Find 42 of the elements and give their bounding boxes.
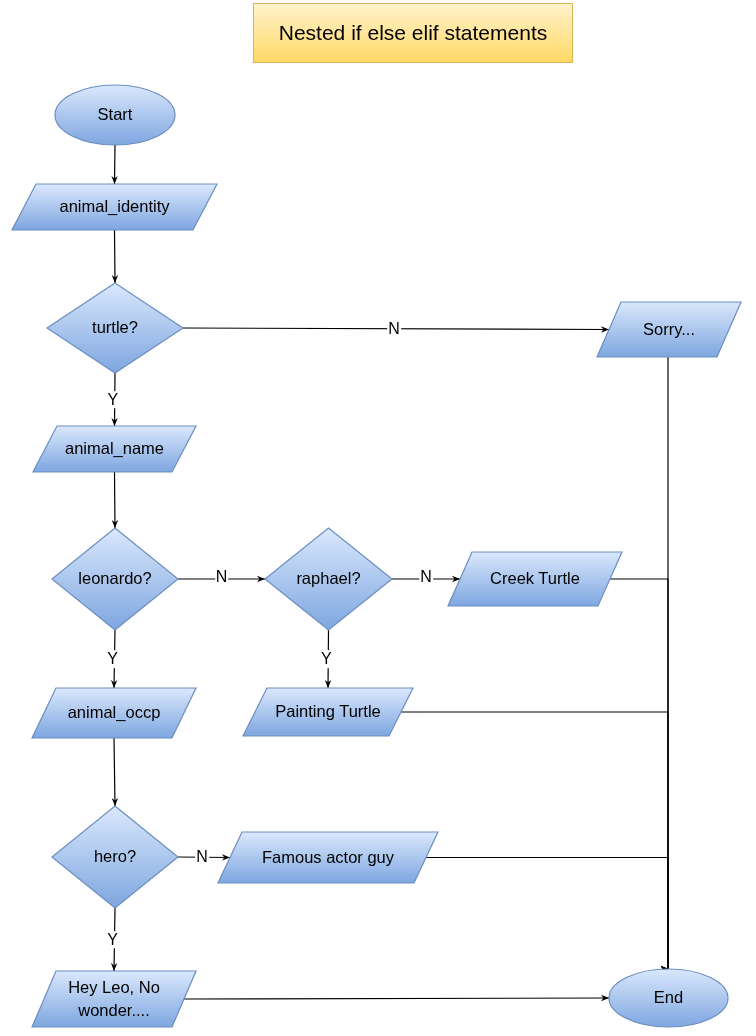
arrow — [110, 907, 118, 972]
data-parallelogram — [448, 552, 622, 606]
node-label: leonardo? — [77, 568, 153, 590]
title: Nested if else elif statements — [253, 3, 573, 63]
edge-label: Y — [106, 930, 119, 949]
data-parallelogram — [33, 426, 196, 472]
data-parallelogram — [218, 832, 438, 883]
node-label: hero? — [92, 846, 138, 868]
node-label: Start — [96, 104, 134, 126]
node-label: Sorry... — [642, 318, 696, 340]
node-label: animal_occp — [66, 702, 162, 724]
data-parallelogram — [32, 971, 196, 1027]
edge-label: Y — [106, 390, 120, 409]
decision-diamond — [52, 806, 178, 908]
arrow — [111, 144, 118, 185]
edge-label: Y — [106, 650, 119, 668]
edge-label: Y — [319, 650, 333, 668]
decision-diamond — [265, 528, 392, 630]
node-label: End — [652, 987, 685, 1009]
arrow — [111, 229, 119, 284]
decision-diamond — [47, 283, 183, 373]
data-parallelogram — [243, 688, 413, 736]
node-label: animal_name — [63, 438, 166, 460]
node-label: Hey Leo, No wonder.... — [67, 976, 161, 1021]
data-parallelogram — [597, 302, 741, 357]
node-label: turtle? — [91, 317, 139, 339]
terminator-ellipse — [55, 85, 175, 145]
arrow — [177, 575, 266, 583]
arrow — [183, 994, 610, 1002]
arrow — [111, 737, 119, 807]
arrow — [111, 471, 119, 529]
decision-diamond — [52, 528, 178, 630]
arrow — [324, 629, 332, 689]
node-label: animal_identity — [58, 196, 171, 218]
data-parallelogram — [12, 184, 217, 230]
node-label: Creek Turtle — [489, 568, 581, 590]
data-parallelogram — [32, 688, 196, 738]
terminator-ellipse — [609, 969, 728, 1027]
node-label: Famous actor guy — [260, 846, 396, 868]
node-label: raphael? — [295, 568, 362, 590]
node-label: Painting Turtle — [274, 701, 382, 723]
arrow — [110, 629, 118, 689]
